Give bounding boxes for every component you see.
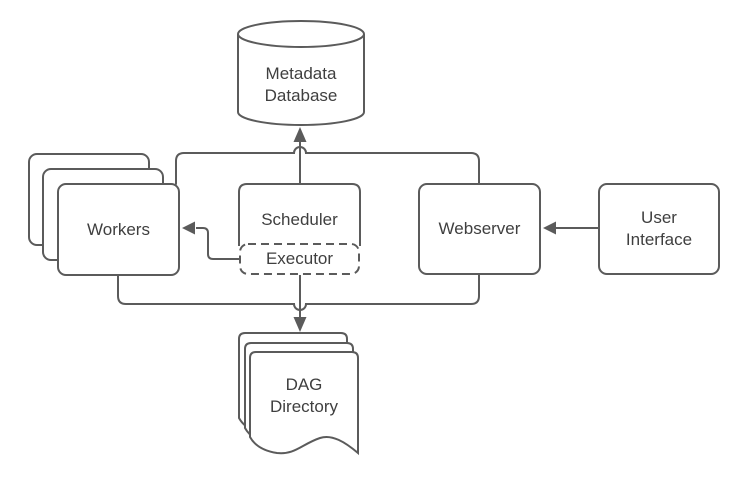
- node-metadata-database: [237, 20, 365, 126]
- arrowhead-left-workers-icon: [182, 221, 195, 235]
- workers-stack-front: [57, 183, 180, 276]
- node-workers: [28, 153, 180, 276]
- edge-workers-dag-bus: [117, 273, 480, 311]
- node-scheduler: [238, 183, 361, 246]
- arrowhead-left-webserver-icon: [543, 221, 556, 235]
- edge-workers-database-bus: [175, 146, 480, 185]
- arrowhead-down-icon: [293, 317, 307, 332]
- node-executor: [239, 243, 360, 275]
- node-user-interface: [598, 183, 720, 275]
- arrowhead-up-icon: [293, 127, 307, 142]
- edge-executor-workers: [196, 227, 239, 260]
- node-dag-directory: [238, 332, 359, 456]
- node-webserver: [418, 183, 541, 275]
- dag-stack-front: [249, 351, 359, 456]
